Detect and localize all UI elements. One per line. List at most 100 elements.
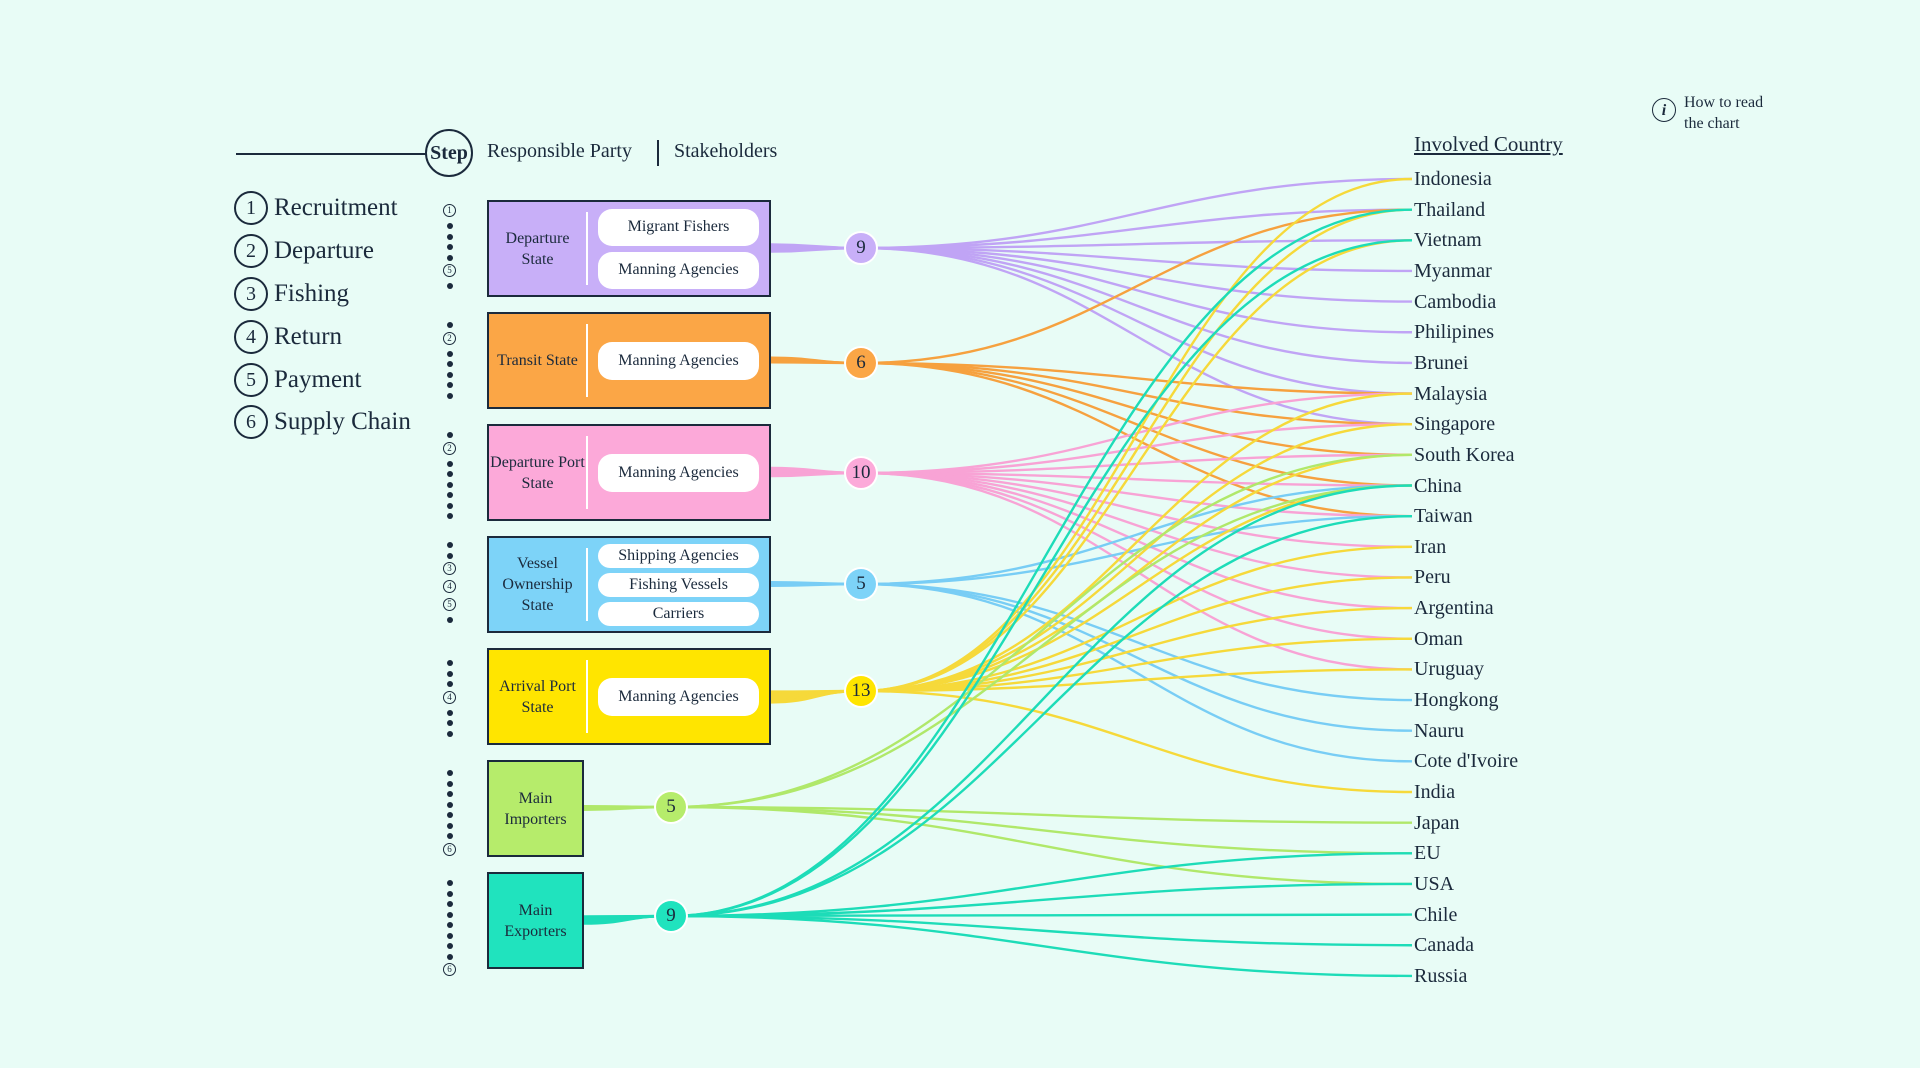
step-dot [447, 492, 453, 498]
link-arrival-port-state-to-vietnam [860, 239, 1413, 693]
link-departure-state-to-cambodia [860, 246, 1413, 303]
country-label-philipines[interactable]: Philipines [1414, 321, 1495, 344]
legend-step-number: 6 [234, 405, 268, 439]
transit-state-title: Transit State [497, 352, 578, 369]
step-dot [447, 922, 453, 928]
country-label-peru[interactable]: Peru [1414, 566, 1451, 589]
link-transit-state-to-taiwan [860, 361, 1413, 518]
country-label-usa[interactable]: USA [1414, 872, 1455, 895]
info-icon: i [1652, 98, 1676, 122]
legend-step-label: Supply Chain [274, 408, 411, 435]
link-main-importers-to-usa [670, 805, 1413, 886]
how-to-read-button[interactable]: i How to read the chart [1652, 92, 1763, 134]
link-arrival-port-state-to-indonesia [860, 177, 1413, 693]
link-departure-state-to-singapore [860, 246, 1413, 426]
link-main-exporters-to-chile [670, 913, 1413, 918]
transit-state-box[interactable]: Transit State Manning Agencies [487, 312, 771, 409]
stakeholder-pill: Manning Agencies [598, 251, 759, 289]
step-dot [447, 481, 453, 488]
departure-port-state-title: Departure Port State [490, 453, 585, 492]
link-departure-state-to-vietnam [860, 239, 1413, 250]
country-label-japan[interactable]: Japan [1414, 811, 1460, 834]
link-transit-state-to-singapore [860, 361, 1413, 426]
step-dot [447, 791, 453, 797]
step-dot [447, 432, 453, 438]
country-label-chile[interactable]: Chile [1414, 903, 1458, 926]
country-label-cote-d-ivoire[interactable]: Cote d'Ivoire [1414, 750, 1519, 773]
link-main-exporters-to-usa [670, 882, 1413, 918]
link-departure-port-state-to-uruguay [860, 471, 1413, 671]
main-exporters-box[interactable]: Main Exporters [487, 872, 584, 969]
link-arrival-port-state-to-malaysia [860, 392, 1413, 693]
step-number-marker: 6 [443, 842, 456, 856]
step-dot [447, 513, 453, 519]
country-label-argentina[interactable]: Argentina [1414, 597, 1494, 620]
step-dot [447, 812, 453, 818]
country-label-myanmar[interactable]: Myanmar [1414, 259, 1492, 282]
link-vessel-ownership-state-to-china [860, 484, 1413, 586]
legend-step-number: 5 [234, 363, 268, 397]
step-dot [447, 822, 453, 829]
stakeholder-pill: Carriers [598, 601, 759, 626]
departure-port-state-box[interactable]: Departure Port State Manning Agencies [487, 424, 771, 521]
link-main-exporters-to-thailand [670, 208, 1413, 918]
link-vessel-ownership-state-to-nauru [860, 582, 1413, 732]
step-dot [447, 350, 453, 357]
country-label-india[interactable]: India [1414, 781, 1456, 803]
country-label-iran[interactable]: Iran [1414, 535, 1447, 558]
responsible-party-header: Responsible Party [487, 140, 632, 162]
link-departure-state-to-myanmar [860, 246, 1413, 273]
country-label-oman[interactable]: Oman [1414, 627, 1463, 650]
legend-step-label: Payment [274, 366, 362, 393]
link-departure-port-state-to-taiwan [860, 471, 1413, 518]
main-importers-box[interactable]: Main Importers [487, 760, 584, 857]
country-label-uruguay[interactable]: Uruguay [1414, 658, 1484, 681]
legend-step-label: Departure [274, 237, 374, 264]
transit-state-stakeholders: Manning Agencies [598, 314, 759, 407]
country-label-indonesia[interactable]: Indonesia [1414, 168, 1492, 190]
country-label-cambodia[interactable]: Cambodia [1414, 290, 1497, 313]
link-arrival-port-state-to-india [860, 689, 1413, 794]
country-label-malaysia[interactable]: Malaysia [1414, 382, 1488, 405]
country-label-china[interactable]: China [1414, 474, 1462, 497]
stakeholders-header: Stakeholders [674, 140, 778, 162]
legend-step-number: 2 [234, 234, 268, 268]
arrival-port-state-stakeholders: Manning Agencies [598, 650, 759, 743]
step-dot [447, 780, 453, 787]
country-label-taiwan[interactable]: Taiwan [1414, 505, 1473, 528]
country-label-south-korea[interactable]: South Korea [1414, 443, 1515, 466]
involved-country-header: Involved Country [1414, 132, 1563, 156]
step-number-marker: 1 [443, 204, 456, 217]
legend-step-label: Recruitment [274, 194, 398, 221]
country-label-eu[interactable]: EU [1414, 842, 1441, 865]
step-dot [447, 460, 453, 467]
step-dot [447, 911, 453, 918]
link-main-exporters-to-russia [670, 914, 1413, 978]
country-label-singapore[interactable]: Singapore [1414, 413, 1496, 436]
link-departure-port-state-to-oman [860, 471, 1413, 640]
link-arrival-port-state-to-iran [860, 545, 1413, 693]
step-number-marker: 6 [443, 963, 456, 976]
step-number-marker: 4 [443, 690, 456, 704]
link-departure-port-state-to-peru [860, 471, 1413, 579]
country-label-canada[interactable]: Canada [1414, 934, 1474, 957]
departure-state-title: Departure State [505, 229, 570, 268]
stakeholder-pill: Manning Agencies [598, 453, 759, 492]
country-label-russia[interactable]: Russia [1414, 964, 1468, 987]
how-to-read-line-2: the chart [1684, 115, 1740, 132]
step-dot [447, 617, 453, 623]
box-divider [586, 324, 588, 397]
legend-step-label: Fishing [274, 280, 350, 307]
country-label-brunei[interactable]: Brunei [1414, 351, 1469, 374]
country-label-thailand[interactable]: Thailand [1414, 198, 1486, 221]
country-label-vietnam[interactable]: Vietnam [1414, 229, 1482, 252]
country-label-nauru[interactable]: Nauru [1414, 719, 1464, 742]
country-label-hongkong[interactable]: Hongkong [1414, 689, 1499, 712]
